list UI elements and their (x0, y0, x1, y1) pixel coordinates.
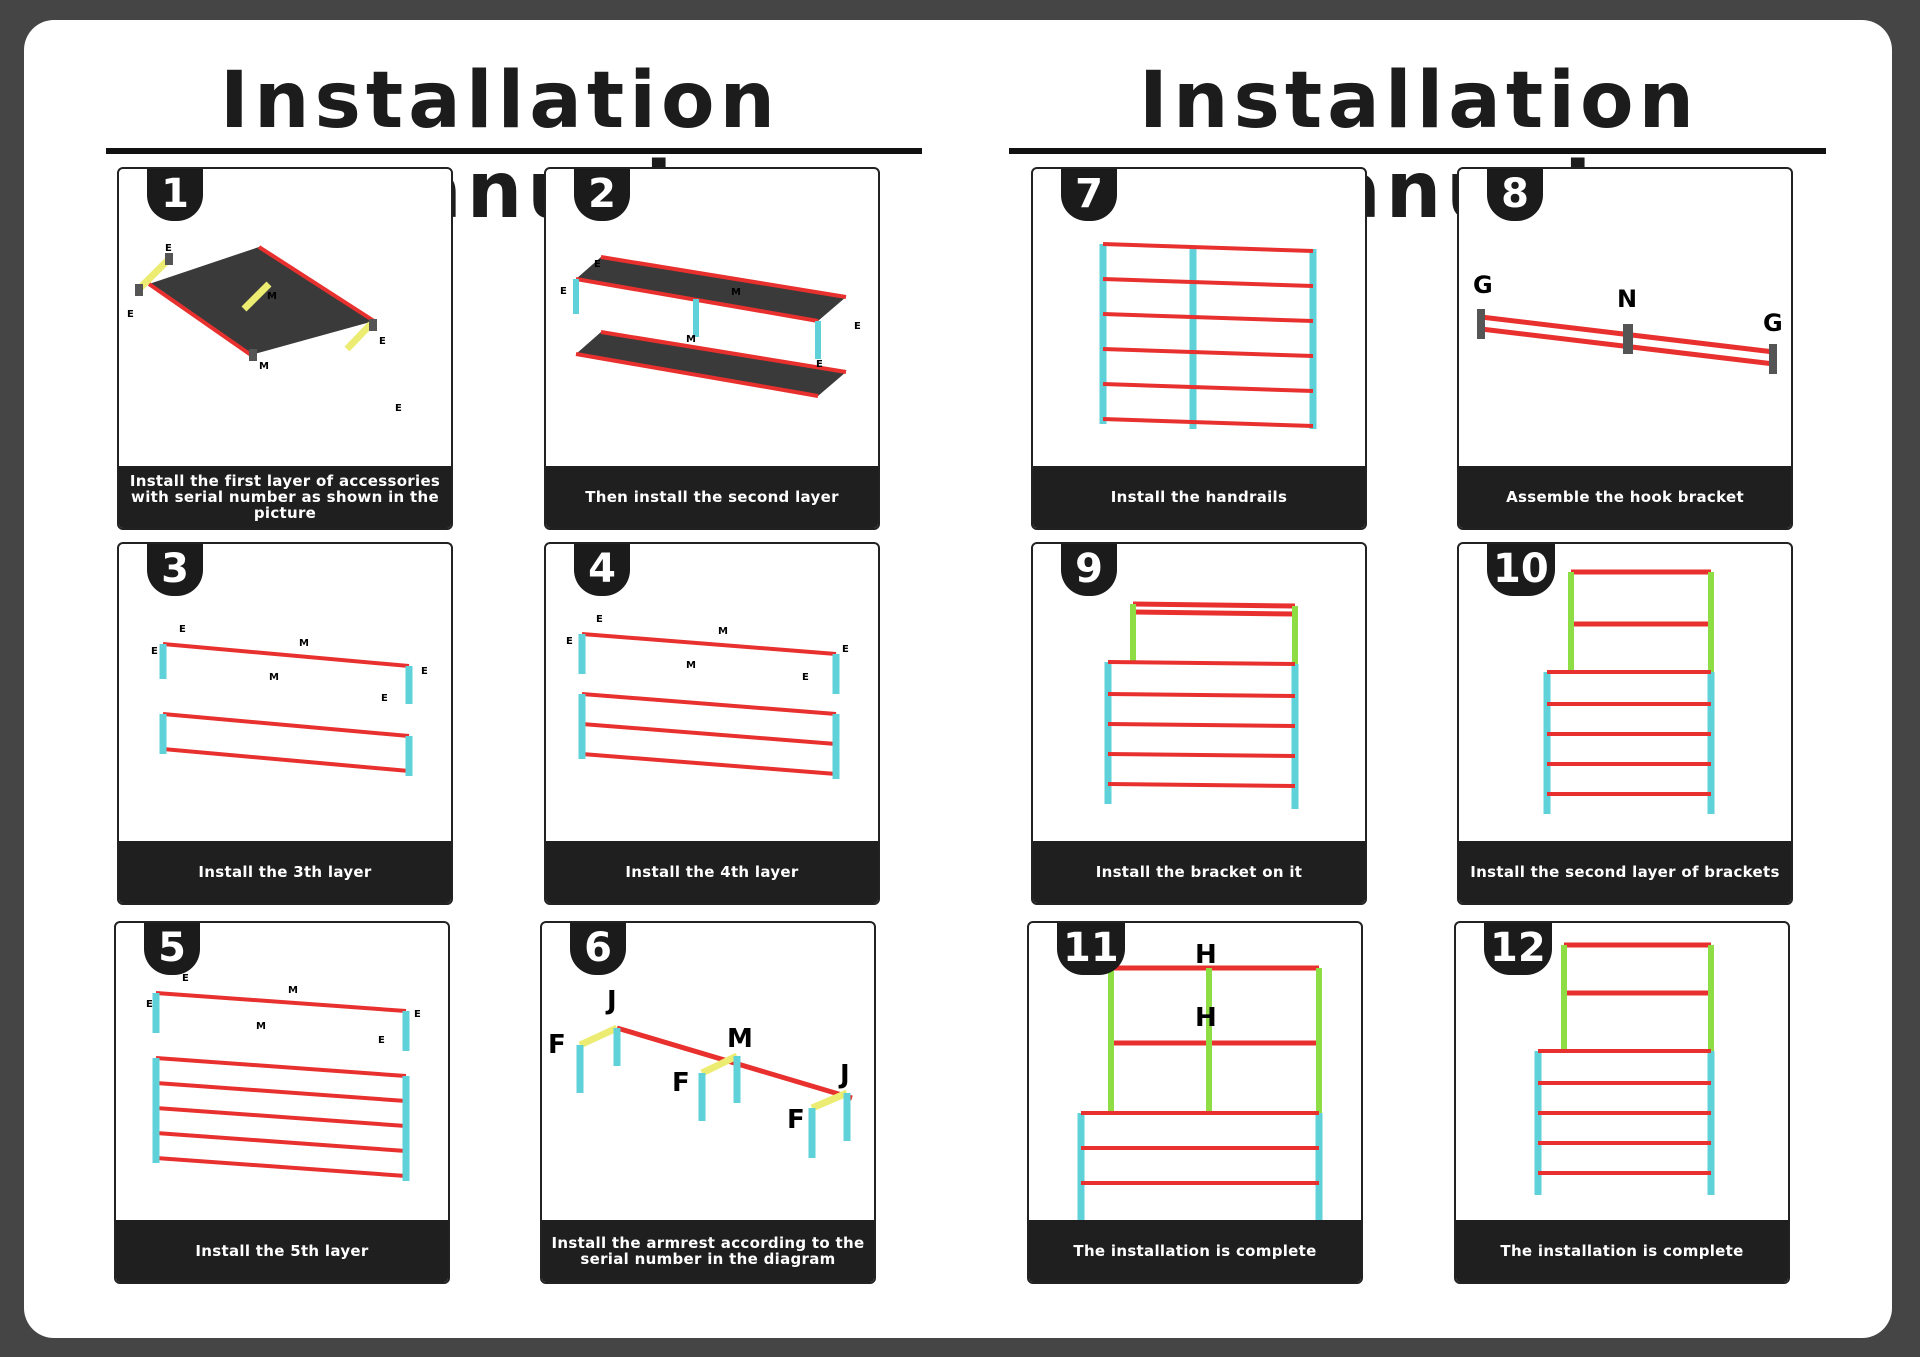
step-panel-3: E E M M E E 3 Install the 3th layer (117, 542, 453, 905)
step-panel-7: 7 Install the handrails (1031, 167, 1367, 530)
part-label: M (269, 672, 279, 683)
part-label: E (594, 259, 601, 270)
step-illustration-2: E E M M E E (560, 255, 861, 398)
step-panel-2: E E M M E E 2 Then install the second la… (544, 167, 880, 530)
step-panel-1: E E M M E E 1 Install the first layer of… (117, 167, 453, 530)
step-panel-10: 10 Install the second layer of brackets (1457, 542, 1793, 905)
step-panel-12: 12 The installation is complete (1454, 921, 1790, 1284)
part-label: E (560, 286, 567, 297)
step-illustration-7 (1099, 242, 1317, 429)
part-label: E (165, 243, 172, 254)
step-number-badge: 8 (1487, 169, 1543, 221)
part-label: M (686, 660, 696, 671)
step-caption: Install the handrails (1033, 466, 1365, 528)
step-number-badge: 3 (147, 544, 203, 596)
step-number-badge: 6 (570, 923, 626, 975)
part-label: E (379, 336, 386, 347)
part-label: F (548, 1030, 566, 1060)
step-illustration-3: E E M M E E (151, 624, 428, 776)
step-illustration-9 (1104, 601, 1299, 809)
part-label: E (816, 359, 823, 370)
step-caption: Install the 4th layer (546, 841, 878, 903)
step-illustration-12 (1534, 942, 1715, 1195)
step-number-badge: 10 (1487, 544, 1555, 596)
step-number-badge: 11 (1057, 923, 1125, 975)
part-label: H (1195, 1003, 1217, 1033)
part-label: M (727, 1024, 753, 1054)
part-label: E (151, 646, 158, 657)
part-label: E (842, 644, 849, 655)
part-label: G (1473, 271, 1493, 299)
part-label: E (378, 1035, 385, 1046)
title-underline-right (1009, 148, 1826, 154)
part-label: E (802, 672, 809, 683)
step-caption: Install the 3th layer (119, 841, 451, 903)
part-label: F (787, 1105, 805, 1135)
step-caption: Install the armrest according to the ser… (542, 1220, 874, 1282)
step-panel-4: E E M M E E 4 Install the 4th layer (544, 542, 880, 905)
step-caption: Install the 5th layer (116, 1220, 448, 1282)
step-number-badge: 9 (1061, 544, 1117, 596)
step-caption: The installation is complete (1029, 1220, 1361, 1282)
title-underline-left (106, 148, 922, 154)
step-panel-9: 9 Install the bracket on it (1031, 542, 1367, 905)
part-label: E (414, 1009, 421, 1020)
part-label: E (127, 309, 134, 320)
step-number-badge: 7 (1061, 169, 1117, 221)
part-label: E (179, 624, 186, 635)
part-label: M (299, 638, 309, 649)
step-caption: Then install the second layer (546, 466, 878, 528)
step-panel-11: H H 11 The installation is complete (1027, 921, 1363, 1284)
part-label: E (421, 666, 428, 677)
part-label: E (566, 636, 573, 647)
part-label: E (381, 693, 388, 704)
step-caption: The installation is complete (1456, 1220, 1788, 1282)
step-panel-5: E E M M E E 5 Install the 5th layer (114, 921, 450, 1284)
part-label: M (256, 1021, 266, 1032)
part-label: H (1195, 940, 1217, 970)
step-panel-6: J F F M J F 6 Install the armrest accord… (540, 921, 876, 1284)
part-label: M (686, 334, 696, 345)
step-number-badge: 4 (574, 544, 630, 596)
step-caption: Install the second layer of brackets (1459, 841, 1791, 903)
step-number-badge: 5 (144, 923, 200, 975)
part-label: E (146, 999, 153, 1010)
part-label: E (395, 403, 402, 414)
step-panel-8: G N G 8 Assemble the hook bracket (1457, 167, 1793, 530)
part-label: M (718, 626, 728, 637)
part-label: N (1617, 285, 1637, 313)
step-caption: Install the bracket on it (1033, 841, 1365, 903)
part-label: E (182, 973, 189, 984)
step-illustration-1: E E M M E E (127, 243, 402, 414)
step-caption: Assemble the hook bracket (1459, 466, 1791, 528)
step-illustration-5: E E M M E E (146, 973, 421, 1181)
step-number-badge: 1 (147, 169, 203, 221)
step-illustration-11: H H (1077, 940, 1323, 1223)
step-illustration-10 (1543, 569, 1715, 814)
step-illustration-4: E E M M E E (566, 614, 849, 779)
part-label: M (267, 291, 277, 302)
part-label: E (596, 614, 603, 625)
step-caption: Install the first layer of accessories w… (119, 466, 451, 528)
part-label: M (288, 985, 298, 996)
part-label: G (1763, 309, 1783, 337)
step-illustration-8: G N G (1473, 271, 1783, 374)
step-number-badge: 2 (574, 169, 630, 221)
part-label: J (605, 986, 617, 1016)
part-label: E (854, 321, 861, 332)
part-label: M (731, 287, 741, 298)
part-label: J (838, 1060, 850, 1090)
part-label: F (672, 1068, 690, 1098)
step-illustration-6: J F F M J F (548, 986, 853, 1158)
part-label: M (259, 361, 269, 372)
step-number-badge: 12 (1484, 923, 1552, 975)
